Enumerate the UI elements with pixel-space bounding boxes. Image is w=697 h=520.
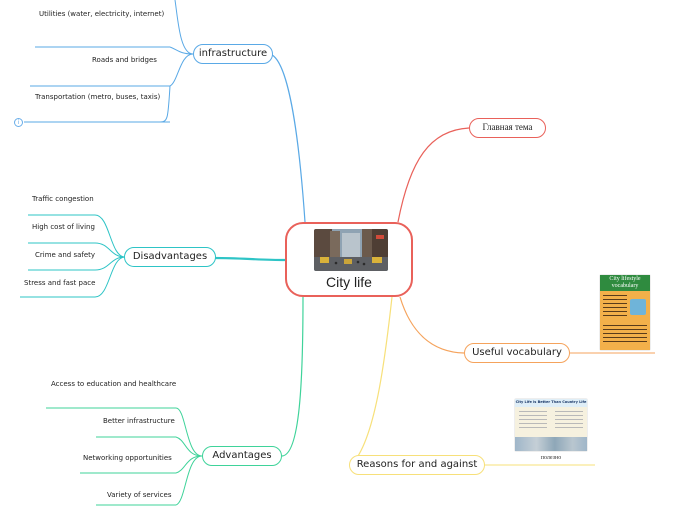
branch-label: infrastructure (198, 48, 268, 59)
leaf-stress[interactable]: Stress and fast pace (24, 279, 96, 287)
branch-reasons[interactable]: Reasons for and against (349, 455, 485, 475)
branch-label: Главная тема (482, 122, 533, 132)
text-lines-icon (555, 411, 583, 412)
city-illustration-icon (630, 299, 646, 315)
leaf-utilities[interactable]: Utilities (water, electricity, internet) (39, 10, 165, 18)
thumbnail-header (515, 399, 587, 407)
text-lines-icon (603, 325, 647, 326)
thumbnail-header (600, 275, 650, 291)
thumbnail-caption: полезно (540, 455, 562, 461)
leaf-services[interactable]: Variety of services (107, 491, 172, 499)
connector-disadvantages (214, 256, 286, 262)
central-topic[interactable]: City life (285, 222, 413, 297)
branch-advantages[interactable]: Advantages (202, 446, 282, 466)
leaf-transportation[interactable]: Transportation (metro, buses, taxis) (35, 93, 161, 101)
leaf-traffic[interactable]: Traffic congestion (32, 195, 94, 203)
connector-advantages (281, 296, 304, 457)
thumbnail-title: City lifestyle vocabulary (609, 276, 641, 289)
leaf-better-infrastructure[interactable]: Better infrastructure (103, 417, 175, 425)
leaf-cost[interactable]: High cost of living (32, 223, 95, 231)
branch-infrastructure[interactable]: infrastructure (193, 44, 273, 64)
branch-main-topic[interactable]: Главная тема (469, 118, 546, 138)
branch-label: Reasons for and against (356, 459, 478, 470)
branch-label: Advantages (212, 450, 272, 461)
leaf-crime[interactable]: Crime and safety (35, 251, 96, 259)
thumbnail-title: City Life is Better Than Country Life (515, 400, 587, 404)
city-street-photo (314, 229, 388, 271)
branch-label: Disadvantages (132, 251, 208, 262)
connector-main-topic (397, 127, 470, 223)
vocabulary-worksheet-thumbnail[interactable]: City lifestyle vocabulary (600, 275, 650, 350)
branch-label: Useful vocabulary (472, 347, 562, 358)
leaf-roads[interactable]: Roads and bridges (92, 56, 157, 64)
leaf-education[interactable]: Access to education and healthcare (51, 380, 177, 388)
reasons-worksheet-thumbnail[interactable]: City Life is Better Than Country Life (515, 399, 587, 451)
leaf-networking[interactable]: Networking opportunities (83, 454, 172, 462)
skyline-illustration-icon (515, 437, 587, 451)
branch-disadvantages[interactable]: Disadvantages (124, 247, 216, 267)
text-lines-icon (603, 295, 627, 296)
text-lines-icon (519, 411, 547, 412)
connector-useful-vocabulary (399, 296, 465, 354)
connector-infrastructure (269, 53, 306, 223)
branch-useful-vocabulary[interactable]: Useful vocabulary (464, 343, 570, 363)
connector-reasons (351, 296, 393, 465)
info-icon[interactable]: i (14, 118, 23, 127)
central-title: City life (326, 274, 372, 290)
